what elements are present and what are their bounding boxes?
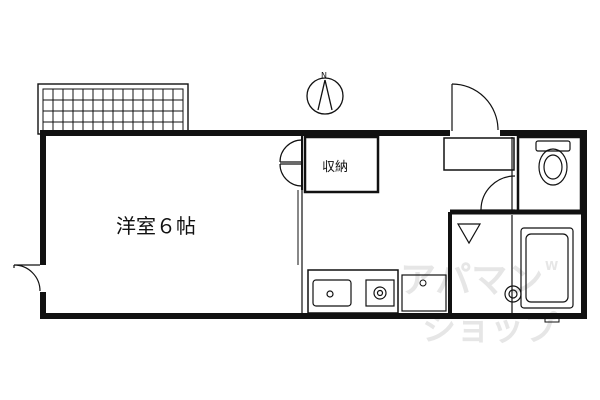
gas-stove-icon — [365, 279, 395, 307]
watermark-badge: W — [545, 259, 558, 273]
exterior-step — [544, 317, 560, 323]
compass-letter: N — [321, 71, 327, 80]
toilet-icon — [535, 140, 571, 186]
walls — [40, 130, 587, 319]
main-room-label: 洋室６帖 — [116, 214, 196, 238]
watermark: アパマン ショップ W — [400, 259, 558, 349]
balcony-railing — [37, 83, 189, 135]
sink-icon — [312, 279, 352, 307]
bathtub-icon — [504, 227, 574, 309]
partitions — [297, 135, 583, 314]
storage-label: 収納 — [322, 160, 348, 175]
doors — [13, 83, 516, 292]
north-arrow-icon: N — [306, 71, 344, 115]
washing-machine-space — [419, 279, 427, 287]
wash-basin-icon — [456, 223, 482, 245]
